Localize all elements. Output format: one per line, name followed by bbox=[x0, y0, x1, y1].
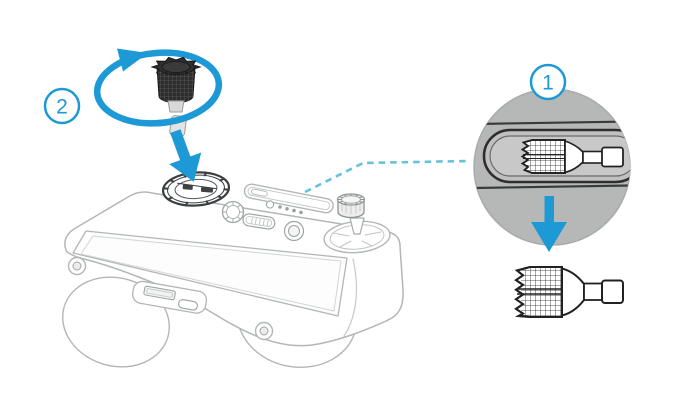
step-2-badge: 2 bbox=[43, 87, 81, 125]
step-2-label: 2 bbox=[56, 96, 68, 119]
power-button bbox=[283, 220, 305, 242]
rotation-arrow-front-arc bbox=[155, 90, 221, 127]
corner-screw-left bbox=[67, 256, 87, 276]
remote-controller bbox=[61, 171, 404, 369]
right-end-contour bbox=[343, 258, 358, 337]
corner-screw-right bbox=[254, 321, 274, 341]
step-1-label: 1 bbox=[542, 72, 554, 95]
step-1-badge: 1 bbox=[529, 63, 567, 101]
status-leds bbox=[265, 200, 303, 215]
usb-c-port bbox=[178, 299, 198, 311]
screen-inner-edge bbox=[80, 235, 342, 312]
rotation-arrowhead bbox=[117, 48, 148, 72]
callout-dashed-line bbox=[304, 159, 468, 194]
detached-control-stick bbox=[514, 266, 624, 318]
stick-storage-slot-bar bbox=[243, 183, 334, 214]
screen bbox=[72, 230, 348, 317]
down-arrow-right bbox=[531, 196, 567, 252]
port-recess bbox=[131, 280, 208, 314]
magnifier-circle bbox=[473, 88, 631, 252]
scroll-wheel bbox=[221, 200, 245, 224]
removed-control-stick bbox=[150, 56, 202, 137]
slider-control bbox=[242, 213, 276, 230]
slot-zoom-view bbox=[474, 120, 630, 190]
right-control-stick bbox=[323, 193, 391, 254]
stick-mount-socket bbox=[161, 171, 231, 207]
stick-neck bbox=[167, 100, 185, 113]
stored-control-stick bbox=[520, 139, 624, 174]
down-arrow-left bbox=[169, 129, 202, 182]
